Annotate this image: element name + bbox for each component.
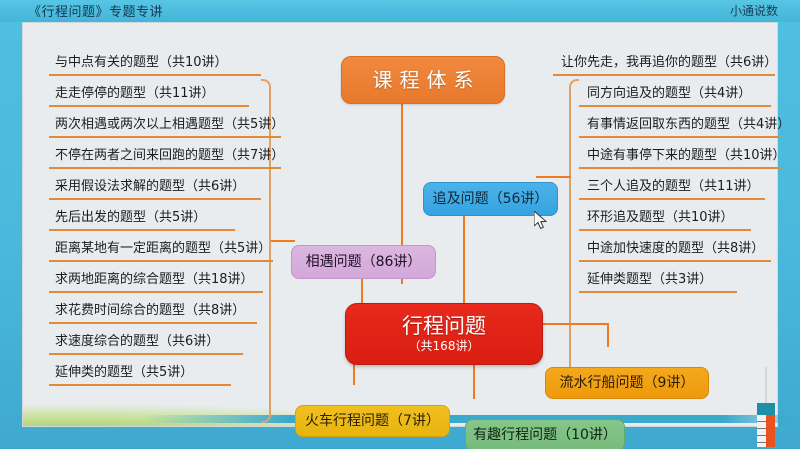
node-course-system[interactable]: 课程体系 [341, 56, 505, 104]
list-item[interactable]: 求速度综合的题型（共6讲） [49, 326, 243, 355]
list-item[interactable]: 采用假设法求解的题型（共6讲） [49, 171, 261, 200]
node-travel-problems[interactable]: 行程问题 （共168讲） [345, 303, 543, 365]
list-item[interactable]: 不停在两者之间来回跑的题型（共7讲） [49, 140, 284, 169]
node-interesting-problems[interactable]: 有趣行程问题（10讲） [465, 419, 625, 449]
node-meeting-problems[interactable]: 相遇问题（86讲） [291, 245, 436, 279]
list-item[interactable]: 环形追及题型（共10讲） [579, 202, 751, 231]
decorative-edge-top [757, 403, 775, 415]
list-item[interactable]: 走走停停的题型（共11讲） [49, 78, 249, 107]
list-item[interactable]: 同方向追及的题型（共4讲） [579, 78, 771, 107]
right-branch-rail [569, 79, 579, 375]
connector-meeting-center [361, 257, 363, 315]
list-item[interactable]: 中途有事停下来的题型（共10讲） [579, 140, 786, 169]
app-header: 《行程问题》专题专讲 小通说数 [0, 0, 800, 22]
node-travel-problems-count: （共168讲） [408, 339, 480, 354]
list-item[interactable]: 与中点有关的题型（共10讲） [49, 47, 261, 76]
connector-meeting-rail [271, 240, 295, 242]
node-travel-problems-label: 行程问题 [402, 314, 486, 339]
connector-center-title [401, 82, 403, 284]
brand-label: 小通说数 [729, 4, 778, 18]
connector-center-boat-v [607, 323, 609, 347]
list-item[interactable]: 两次相遇或两次以上相遇题型（共5讲） [49, 109, 284, 138]
list-item[interactable]: 三个人追及的题型（共11讲） [579, 171, 765, 200]
list-item[interactable]: 延伸类的题型（共5讲） [49, 357, 231, 386]
list-item[interactable]: 距离某地有一定距离的题型（共5讲） [49, 233, 273, 262]
connector-chasing-rail [536, 176, 571, 178]
list-item[interactable]: 延伸类题型（共3讲） [579, 264, 737, 293]
decorative-edge-block [757, 403, 775, 447]
list-item[interactable]: 让你先走，我再追你的题型（共6讲） [553, 47, 777, 76]
list-item[interactable]: 求两地距离的综合题型（共18讲） [49, 264, 263, 293]
list-item[interactable]: 中途加快速度的题型（共8讲） [579, 233, 771, 262]
decorative-edge-lines [757, 415, 766, 447]
list-item[interactable]: 先后出发的题型（共5讲） [49, 202, 235, 231]
node-train-problems[interactable]: 火车行程问题（7讲） [295, 405, 450, 437]
left-branch-rail [261, 79, 271, 423]
node-chasing-problems[interactable]: 追及问题（56讲） [423, 182, 558, 216]
connector-chasing-center [463, 194, 465, 315]
connector-center-boat-h [521, 323, 609, 325]
node-boat-problems[interactable]: 流水行船问题（9讲） [545, 367, 709, 399]
list-item[interactable]: 求花费时间综合的题型（共8讲） [49, 295, 257, 324]
decorative-stem [765, 367, 767, 407]
connector-center-interesting [473, 343, 475, 399]
list-item[interactable]: 有事情返回取东西的题型（共4讲） [579, 109, 790, 138]
mouse-cursor [533, 209, 548, 231]
mindmap-canvas: 与中点有关的题型（共10讲） 走走停停的题型（共11讲） 两次相遇或两次以上相遇… [22, 22, 800, 449]
page-title: 《行程问题》专题专讲 [28, 5, 164, 20]
